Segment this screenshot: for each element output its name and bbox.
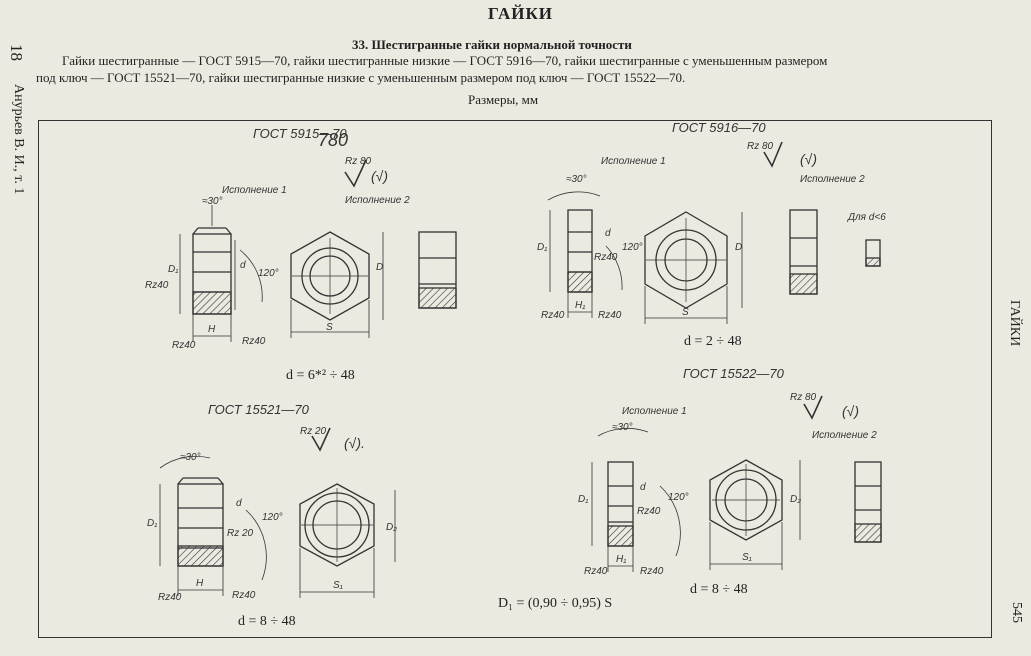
g5916-d: d [605,228,611,239]
fig-5915-side [179,205,263,342]
g5915-S: S [326,322,333,333]
g15522-D1: D₁ [578,494,588,505]
g15522-check: (√) [842,403,859,419]
g5916-ver2: Исполнение 2 [800,174,865,185]
g5915-120: 120° [258,268,279,279]
g5915-rz40-b: Rz40 [172,340,196,351]
fig-15521-side [159,455,267,596]
g5916-rz40-c: Rz40 [598,310,622,321]
formula-D1: D₁ = (0,90 ÷ 0,95) S [498,596,613,611]
g5915-d: d [240,260,246,271]
g15521-rz40-b: Rz40 [232,590,256,601]
g5915-ver2: Исполнение 2 [345,195,410,206]
g15522-H1: H₁ [616,554,626,565]
g5915-ver1: Исполнение 1 [222,185,287,196]
g15521-S1: S₁ [333,580,343,591]
g5915-angle: ≈30° [202,196,223,207]
g5915-check: (√) [371,168,388,184]
fig-15522-side [591,427,681,572]
figure-frame [38,120,992,638]
g15521-D1: D₁ [147,518,157,529]
fig-5915-side-2 [418,231,457,309]
g15521-H: H [196,578,204,589]
g15522-rz40-a: Rz40 [637,506,661,517]
g15522-120: 120° [668,492,689,503]
g5916-120: 120° [622,242,643,253]
g5916-ver1: Исполнение 1 [601,156,666,167]
intro-line-1: Гайки шестигранные — ГОСТ 5915—70, гайки… [62,53,828,68]
range-5916: d = 2 ÷ 48 [684,334,742,349]
g15522-angle: ≈30° [612,422,633,433]
g15522-rz40-b: Rz40 [584,566,608,577]
g15521-check: (√). [344,435,365,451]
g5915-D: D [376,262,383,273]
g15521-rz20: Rz 20 [300,426,327,437]
g5916-angle: ≈30° [566,174,587,185]
table-title: 33. Шестигранные гайки нормальной точнос… [352,37,632,52]
g15521-120: 120° [262,512,283,523]
g15521-rz20-b: Rz 20 [227,528,254,539]
range-15521: d = 8 ÷ 48 [238,614,296,629]
gost-5915-label: ГОСТ 5915—70 [253,126,347,141]
g5915-H: H [208,324,216,335]
fig-15521-top [299,483,396,598]
g5915-rz40-c: Rz40 [242,336,266,347]
fig-5916-side [547,191,623,318]
g5916-for-small: Для d<6 [847,212,886,223]
g5916-rz80: Rz 80 [747,141,774,152]
fig-15522-top [709,459,801,570]
g15522-ver2: Исполнение 2 [812,430,877,441]
g5916-D1: D₁ [537,242,547,253]
g5915-rz40-a: Rz40 [145,280,169,291]
fig-5916-top [644,211,743,324]
g15521-D2: D₂ [386,522,397,533]
units-label: Размеры, мм [468,92,539,107]
range-5915: d = 6*² ÷ 48 [286,368,355,383]
g5915-rz80: Rz 80 [345,156,372,167]
g5916-S: S [682,307,689,318]
handwritten-note: 780 [318,130,348,150]
g5916-check: (√) [800,151,817,167]
gost-5916-label: ГОСТ 5916—70 [672,120,766,135]
g15522-d: d [640,482,646,493]
fig-15522-side-2 [854,461,882,543]
g15521-rz40-a: Rz40 [158,592,182,603]
fig-5916-side-2 [789,209,881,295]
g15522-rz80: Rz 80 [790,392,817,403]
g5916-H1: H₁ [575,300,585,311]
gost-15522-label: ГОСТ 15522—70 [683,366,785,381]
g15522-D2: D₂ [790,494,801,505]
section-title: ГАЙКИ [488,4,554,23]
range-15522: d = 8 ÷ 48 [690,582,748,597]
g5916-rz40-a: Rz40 [594,252,618,263]
g5916-D: D [735,242,742,253]
roughness-marks [311,141,823,452]
g5915-D1: D₁ [168,264,178,275]
fig-5915-top [290,231,384,338]
intro-line-2: под ключ — ГОСТ 15521—70, гайки шестигра… [36,70,686,85]
g5916-rz40-b: Rz40 [541,310,565,321]
g15522-rz40-c: Rz40 [640,566,664,577]
g15521-angle: ≈30° [180,452,201,463]
g15522-ver1: Исполнение 1 [622,406,687,417]
gost-15521-label: ГОСТ 15521—70 [208,402,310,417]
g15521-d: d [236,498,242,509]
g15522-S1: S₁ [742,552,752,563]
